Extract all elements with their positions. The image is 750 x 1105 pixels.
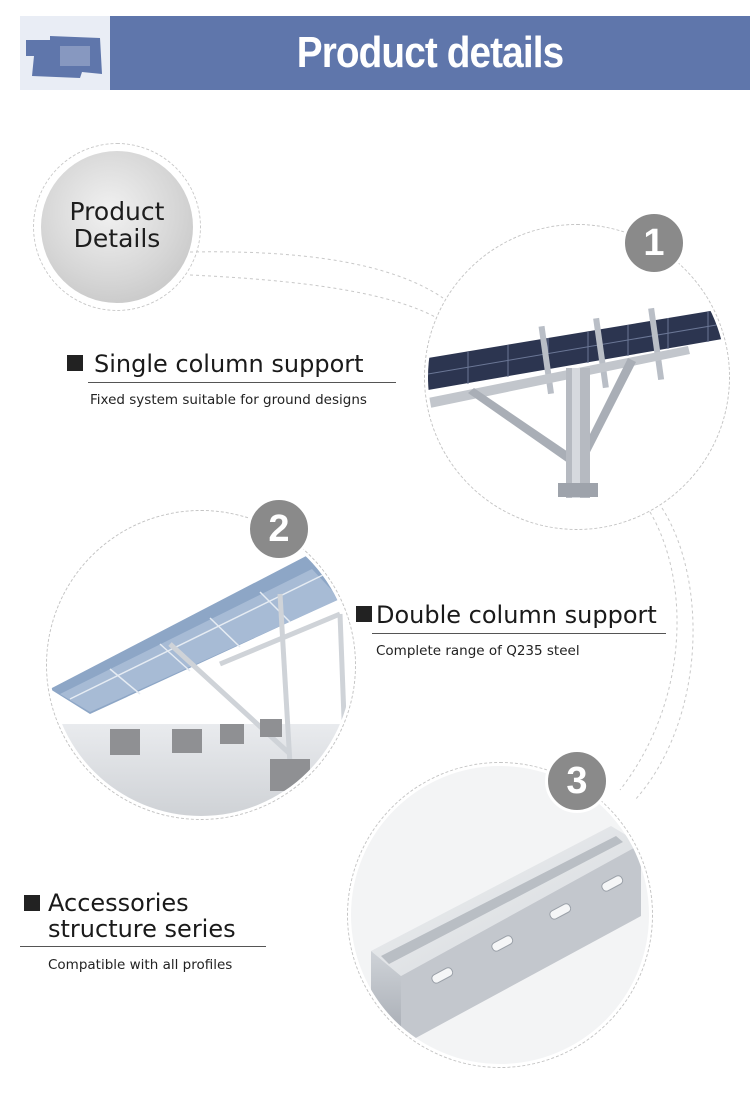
badge-label-line1: Product xyxy=(69,197,165,226)
bullet-square-icon xyxy=(24,895,40,911)
badge-ring xyxy=(33,143,201,311)
feature-subtitle-single-column: Fixed system suitable for ground designs xyxy=(90,392,367,408)
number-badge-2: 2 xyxy=(247,497,311,561)
page-title: Product details xyxy=(296,28,564,77)
circle-ring-3 xyxy=(347,762,653,1068)
feature-title-accessories-line2: structure series xyxy=(48,915,236,943)
header-bar xyxy=(110,16,750,90)
feature-divider xyxy=(88,382,396,383)
product-details-badge xyxy=(41,151,193,303)
feature-title-accessories: Accessories structure series xyxy=(48,888,236,944)
badge-label-line2: Details xyxy=(73,224,161,253)
feature-divider xyxy=(20,946,266,947)
circle-ring-2 xyxy=(46,510,356,820)
bullet-square-icon xyxy=(356,606,372,622)
number-badge-3: 3 xyxy=(545,749,609,813)
feature-title-double-column: Double column support xyxy=(376,601,657,629)
header-logo xyxy=(20,16,110,90)
feature-title-accessories-line1: Accessories xyxy=(48,889,189,917)
feature-subtitle-double-column: Complete range of Q235 steel xyxy=(376,643,580,659)
feature-subtitle-accessories: Compatible with all profiles xyxy=(48,957,233,973)
feature-divider xyxy=(372,633,666,634)
badge-label: Product Details xyxy=(41,198,193,252)
double-column-image xyxy=(50,514,352,816)
accessories-image xyxy=(351,766,649,1064)
single-column-image xyxy=(428,228,726,526)
circle-ring-1 xyxy=(424,224,730,530)
number-badge-1: 1 xyxy=(622,211,686,275)
feature-title-single-column: Single column support xyxy=(94,350,364,378)
bullet-square-icon xyxy=(67,355,83,371)
